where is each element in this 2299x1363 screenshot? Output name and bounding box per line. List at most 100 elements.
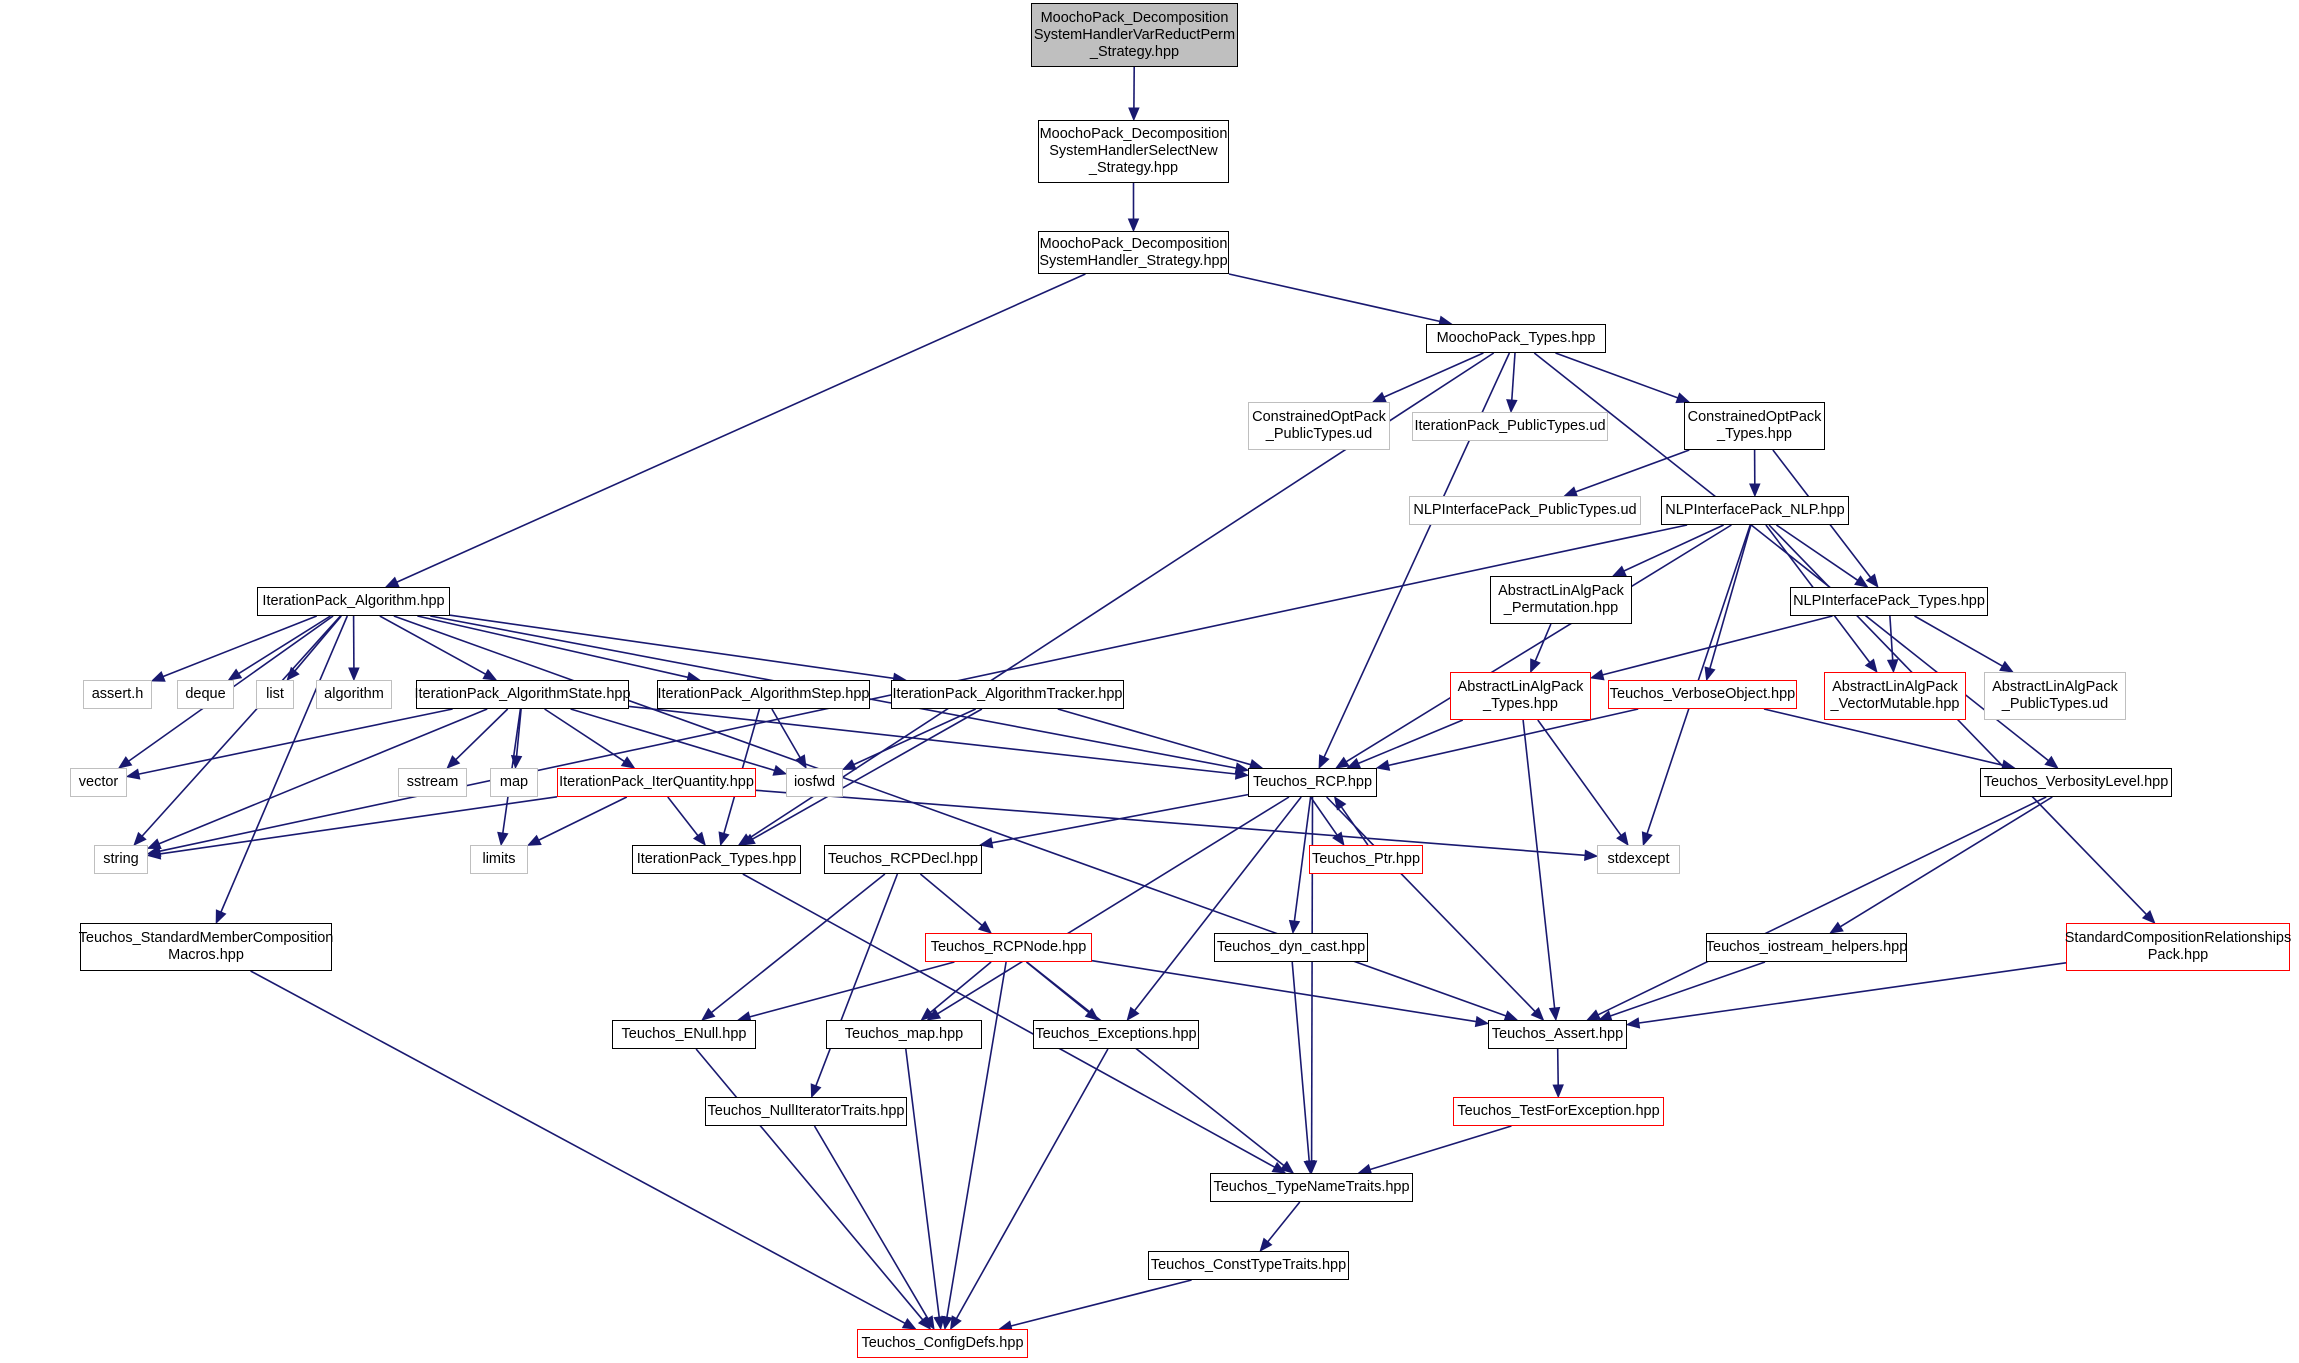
edge-verblevel-to-iohelp [1839,796,2053,928]
edge-arrowhead [286,666,300,681]
node-dyncast[interactable]: Teuchos_dyn_cast.hpp [1214,933,1368,962]
node-cfg[interactable]: Teuchos_ConfigDefs.hpp [857,1329,1028,1358]
edge-arrowhead [1530,1007,1545,1021]
node-limits[interactable]: limits [470,845,528,874]
edge-algstate-to-string [158,708,488,845]
edge-stdmac-to-cfg [250,970,906,1325]
node-ipud[interactable]: IterationPack_PublicTypes.ud [1412,412,1608,441]
node-root[interactable]: MoochoPack_Decomposition SystemHandlerVa… [1031,3,1238,67]
edge-algstate-to-rcp [628,705,1237,775]
node-iterq[interactable]: IterationPack_IterQuantity.hpp [557,768,756,797]
node-sstream[interactable]: sstream [398,768,467,797]
node-strat[interactable]: MoochoPack_Decomposition SystemHandler_S… [1038,231,1229,274]
node-alg[interactable]: IterationPack_Algorithm.hpp [257,587,450,616]
node-tmap[interactable]: Teuchos_map.hpp [826,1020,982,1049]
edge-iterq-to-stdexcept [755,789,1586,857]
edge-arrowhead [933,1315,945,1331]
edge-rcp-to-tassert [1326,796,1536,1012]
node-tassert[interactable]: Teuchos_Assert.hpp [1488,1020,1627,1049]
edge-arrowhead [1552,1084,1564,1099]
edge-arrowhead [117,756,133,769]
edge-strat-to-mptypes [1228,273,1440,323]
node-verbobj[interactable]: Teuchos_VerboseObject.hpp [1608,680,1797,709]
node-rcpnode[interactable]: Teuchos_RCPNode.hpp [925,933,1092,962]
edge-rcp-to-texc [1134,796,1302,1011]
node-vector[interactable]: vector [70,768,127,797]
node-coptypes[interactable]: ConstrainedOptPack _Types.hpp [1684,402,1825,450]
node-stdexcept[interactable]: stdexcept [1597,845,1680,874]
edge-arrowhead [1749,483,1761,498]
edge-rcpnode-to-tnt [1026,961,1285,1167]
edge-arrowhead [1303,1160,1315,1175]
edge-verbobj-to-rcp [1388,708,1639,767]
edge-alg-to-algtrack [449,614,894,680]
node-vecmut[interactable]: AbstractLinAlgPack _VectorMutable.hpp [1824,672,1966,720]
edge-arrowhead [701,1007,716,1021]
edge-algstate-to-iosfwd [570,708,775,772]
node-scrp[interactable]: StandardCompositionRelationships Pack.hp… [2065,923,2291,971]
edge-alatypes-to-rcp [1358,719,1464,765]
node-ptr[interactable]: Teuchos_Ptr.hpp [1309,845,1423,874]
node-selnew[interactable]: MoochoPack_Decomposition SystemHandlerSe… [1038,120,1229,183]
edge-arrowhead [1506,399,1518,414]
node-alatypes[interactable]: AbstractLinAlgPack _Types.hpp [1450,672,1591,720]
node-iosfwd[interactable]: iosfwd [786,768,843,797]
edge-iterq-to-limits [538,796,628,841]
edge-arrowhead [1126,1006,1140,1022]
edge-arrowhead [1271,1161,1287,1174]
node-list[interactable]: list [256,680,294,709]
node-texc[interactable]: Teuchos_Exceptions.hpp [1033,1020,1199,1049]
edge-arrowhead [1589,669,1605,681]
node-assert-h[interactable]: assert.h [83,680,152,709]
node-rcp[interactable]: Teuchos_RCP.hpp [1248,768,1377,797]
node-verblevel[interactable]: Teuchos_VerbosityLevel.hpp [1980,768,2172,797]
node-algorithm[interactable]: algorithm [316,680,392,709]
edge-alg-to-deque [238,615,331,675]
node-nlp[interactable]: NLPInterfacePack_NLP.hpp [1661,496,1849,525]
node-iohelp[interactable]: Teuchos_iostream_helpers.hpp [1706,933,1907,962]
edge-arrowhead [772,764,788,776]
edge-arrowhead [1128,107,1140,122]
node-enull[interactable]: Teuchos_ENull.hpp [612,1020,756,1049]
edge-arrowhead [1334,756,1350,769]
node-deque[interactable]: deque [177,680,234,709]
edge-arrowhead [227,668,243,681]
edge-alatypes-to-tassert [1522,719,1556,1009]
edge-arrowhead [1375,759,1391,771]
node-algtrack[interactable]: IterationPack_AlgorithmTracker.hpp [891,680,1124,709]
edge-arrowhead [1474,1015,1490,1028]
edge-arrowhead [977,920,993,934]
node-iptypes[interactable]: IterationPack_Types.hpp [632,845,801,874]
node-alaud[interactable]: AbstractLinAlgPack _PublicTypes.ud [1984,672,2126,720]
edge-arrowhead [1829,921,1844,934]
edge-dyncast-to-tnt [1291,961,1310,1162]
edge-arrowhead [740,833,756,846]
node-tnt[interactable]: Teuchos_TypeNameTraits.hpp [1210,1173,1413,1202]
node-string[interactable]: string [94,845,148,874]
node-algstate[interactable]: IterationPack_AlgorithmState.hpp [415,680,631,709]
node-ctt[interactable]: Teuchos_ConstTypeTraits.hpp [1148,1251,1349,1280]
edge-algstate-to-vector [138,708,453,775]
node-mptypes[interactable]: MoochoPack_Types.hpp [1426,324,1606,353]
edge-algtrack-to-iosfwd [853,708,977,766]
node-testexc[interactable]: Teuchos_TestForException.hpp [1453,1097,1664,1126]
edge-texc-to-cfg [955,1048,1109,1319]
node-alaperm[interactable]: AbstractLinAlgPack _Permutation.hpp [1490,576,1632,624]
node-rcpdecl[interactable]: Teuchos_RCPDecl.hpp [824,845,982,874]
edge-arrowhead [446,755,461,769]
edge-alatypes-to-stdexcept [1537,719,1622,836]
node-copud[interactable]: ConstrainedOptPack _PublicTypes.ud [1248,402,1390,450]
node-map[interactable]: map [490,768,538,797]
node-nlpud[interactable]: NLPInterfacePack_PublicTypes.ud [1409,496,1641,525]
edge-mptypes-to-copud [1383,352,1484,398]
node-nulliter[interactable]: Teuchos_NullIteratorTraits.hpp [705,1097,907,1126]
edge-rcpnode-to-cfg [946,961,1007,1318]
edge-rcpnode-to-tmap [930,961,992,1013]
edge-verblevel-to-tassert [1597,796,2047,1016]
node-nlptypes[interactable]: NLPInterfacePack_Types.hpp [1790,587,1988,616]
node-algstep[interactable]: IterationPack_AlgorithmStep.hpp [657,680,870,709]
edge-arrowhead [1530,658,1541,674]
edge-arrowhead [526,834,542,846]
edge-arrowhead [1548,1006,1561,1022]
node-stdmac[interactable]: Teuchos_StandardMemberComposition Macros… [79,923,333,971]
